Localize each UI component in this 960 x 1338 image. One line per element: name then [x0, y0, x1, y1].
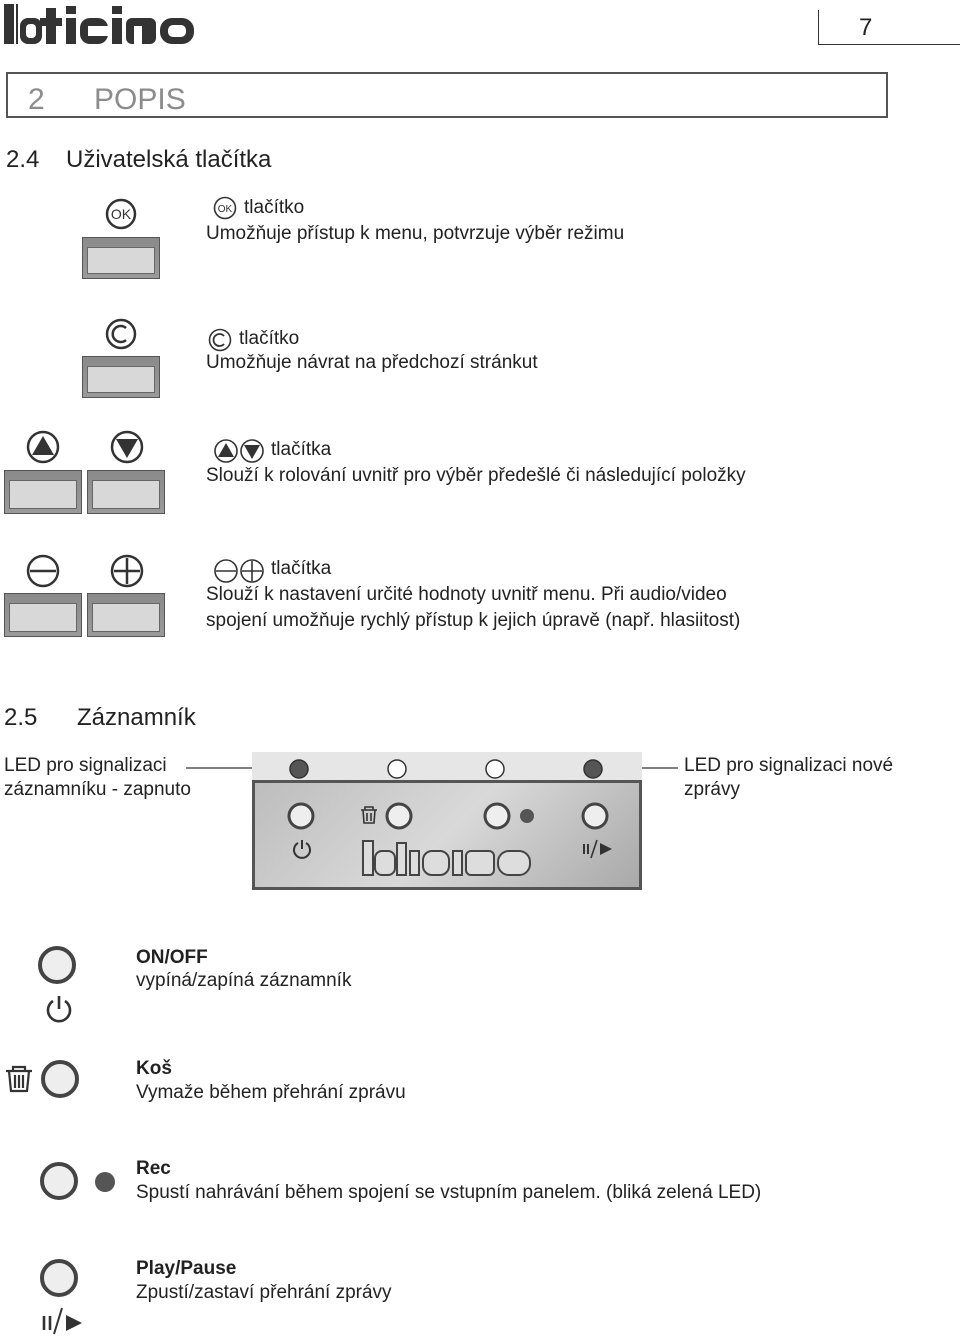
- panel-bticino-logo: [362, 840, 531, 876]
- play-pause-icon: [42, 1307, 82, 1335]
- callout-right-line2: zprávy: [684, 779, 740, 800]
- back-c-icon: [105, 318, 137, 350]
- panel-trash-button: [385, 802, 413, 830]
- section-header: 2 POPIS: [6, 72, 888, 118]
- rec-desc: Spustí nahrávání během spojení se vstupn…: [136, 1182, 762, 1203]
- onoff-button-icon: [38, 946, 76, 984]
- trash-button-icon: [41, 1060, 79, 1098]
- minusplus-button-desc-2: spojení umožňuje rychlý přístup k jejich…: [206, 610, 741, 631]
- up-key: [4, 470, 82, 514]
- plus-icon: [110, 554, 144, 588]
- panel-power-icon: [293, 840, 311, 859]
- power-icon: [46, 996, 72, 1023]
- play-pause-button-icon: [40, 1259, 78, 1297]
- minus-plus-inline-icon: [214, 559, 264, 583]
- panel-rec-button: [483, 802, 511, 830]
- panel-face: [252, 780, 642, 890]
- panel-play-pause-icon: [583, 839, 612, 859]
- subsection-2-5-number: 2.5: [4, 704, 38, 731]
- ok-inline-icon: OK: [213, 196, 237, 220]
- back-key: [82, 356, 160, 398]
- back-button-label: tlačítko: [239, 328, 300, 349]
- ok-key: [82, 237, 160, 279]
- bticino-logo: [4, 4, 194, 44]
- updown-button-desc: Slouží k rolování uvnitř pro výběr přede…: [206, 465, 746, 486]
- up-arrow-icon: [26, 430, 60, 464]
- section-title: POPIS: [94, 83, 186, 116]
- subsection-number: 2.4: [6, 146, 40, 173]
- ok-button-label: tlačítko: [244, 197, 305, 218]
- trash-icon: [6, 1065, 32, 1093]
- panel-trash-icon: [361, 806, 377, 824]
- answering-machine-panel: [252, 752, 642, 890]
- callout-left-line1: LED pro signalizaci: [4, 755, 167, 776]
- updown-button-label: tlačítka: [271, 439, 332, 460]
- page-number-box: 7: [818, 10, 960, 45]
- callout-right-line1: LED pro signalizaci nové: [684, 755, 894, 776]
- rec-title: Rec: [136, 1158, 171, 1179]
- ok-glyph: OK: [111, 206, 132, 222]
- onoff-title: ON/OFF: [136, 947, 208, 968]
- trash-desc: Vymaže během přehrání zprávu: [136, 1082, 406, 1103]
- minusplus-button-desc: Slouží k nastavení určité hodnoty uvnitř…: [206, 584, 727, 605]
- led-off-indicator-2: [485, 759, 505, 779]
- led-new-message-indicator: [583, 759, 603, 779]
- minus-icon: [26, 554, 60, 588]
- ok-button-desc: Umožňuje přístup k menu, potvrzuje výběr…: [206, 223, 625, 244]
- section-number: 2: [28, 83, 45, 116]
- back-c-inline-icon: [208, 328, 232, 352]
- plus-key: [87, 593, 165, 637]
- play-desc: Zpustí/zastaví přehrání zprávy: [136, 1282, 392, 1303]
- panel-play-button: [581, 802, 609, 830]
- led-off-indicator: [387, 759, 407, 779]
- rec-led-icon: [95, 1172, 115, 1192]
- down-arrow-icon: [110, 430, 144, 464]
- callout-left-line2: záznamníku - zapnuto: [4, 779, 191, 800]
- subsection-2-5-title: Záznamník: [77, 704, 196, 731]
- panel-rec-led: [520, 809, 534, 823]
- minusplus-button-label: tlačítka: [271, 558, 332, 579]
- trash-title: Koš: [136, 1058, 172, 1079]
- play-title: Play/Pause: [136, 1258, 237, 1279]
- up-down-inline-icon: [214, 439, 264, 463]
- down-key: [87, 470, 165, 514]
- rec-button-icon: [40, 1162, 78, 1200]
- subsection-title: Uživatelská tlačítka: [66, 146, 272, 173]
- ok-icon: OK: [105, 198, 137, 230]
- led-on-indicator: [289, 759, 309, 779]
- onoff-desc: vypíná/zapíná záznamník: [136, 970, 352, 991]
- minus-key: [4, 593, 82, 637]
- page-number: 7: [859, 14, 873, 41]
- back-button-desc: Umožňuje návrat na předchozí stránkut: [206, 352, 538, 373]
- svg-text:OK: OK: [218, 204, 233, 215]
- panel-power-button: [287, 802, 315, 830]
